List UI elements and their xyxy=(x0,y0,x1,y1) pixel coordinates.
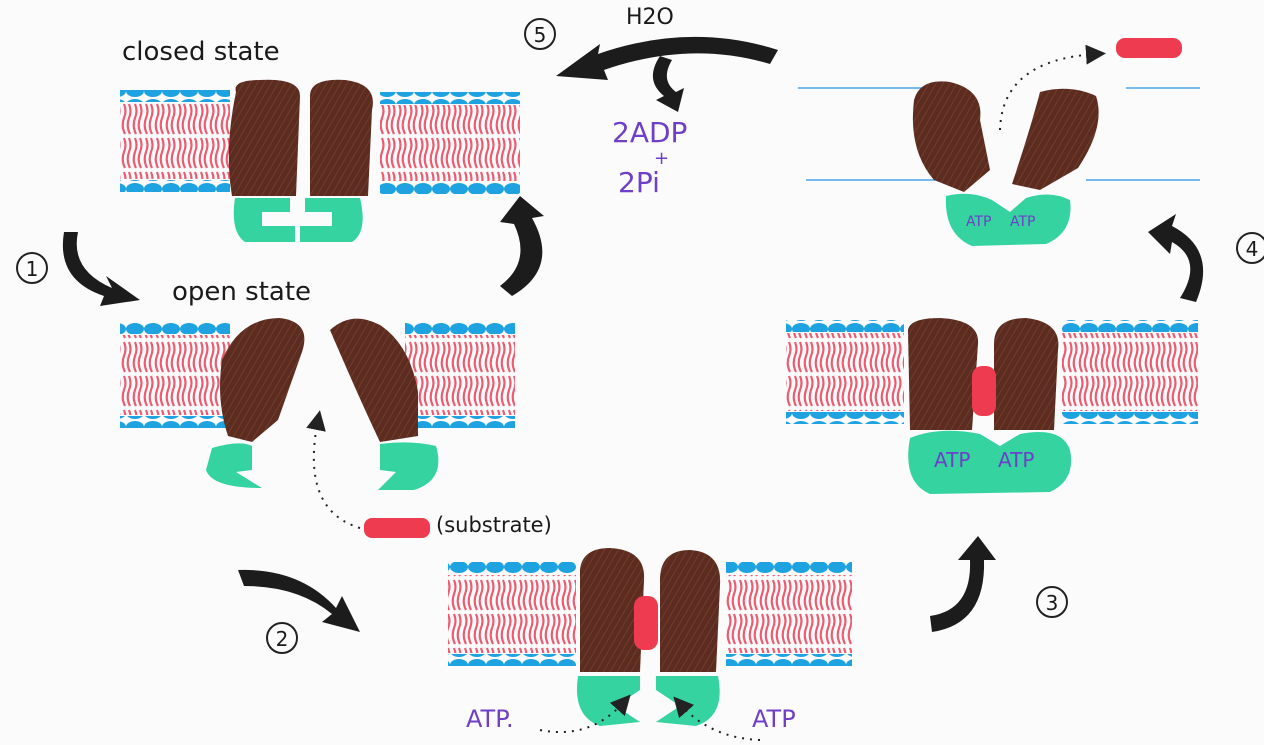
hydrolysis-release-arrow xyxy=(653,56,684,112)
atp-binding-panel: ATP. ATP xyxy=(448,548,852,740)
membrane-head-row xyxy=(1062,320,1198,332)
step-2-number: 2 xyxy=(276,627,289,651)
nucleotide-binding-domain-left xyxy=(234,198,295,242)
closed-state-label: closed state xyxy=(122,37,280,67)
transmembrane-domain-right xyxy=(660,550,720,672)
membrane-head-row xyxy=(786,412,904,424)
transmembrane-domain-left xyxy=(908,318,978,430)
atp-bound-panel: ATP ATP xyxy=(786,318,1198,494)
atp-bound-small-label-right: ATP xyxy=(1010,214,1035,230)
membrane-head-row xyxy=(120,416,230,428)
nucleotide-binding-domain-left xyxy=(206,443,262,488)
atp-bound-label-right: ATP xyxy=(998,448,1034,472)
nucleotide-binding-domain-left xyxy=(577,676,640,726)
substrate-molecule xyxy=(364,518,430,538)
open-state-panel: open state (substrate) xyxy=(120,277,552,538)
substrate-path-dotted-arrow xyxy=(314,420,360,528)
membrane-head-row xyxy=(120,180,230,192)
membrane-head-row xyxy=(405,322,515,334)
transmembrane-domain-left xyxy=(229,80,300,196)
cycle-arrow-4 xyxy=(1148,214,1203,302)
membrane-head-row xyxy=(1062,412,1198,424)
cycle-arrow-3 xyxy=(930,536,996,632)
membrane-head-row xyxy=(786,320,904,332)
nucleotide-binding-domain-right xyxy=(300,198,363,242)
adp-label: 2ADP xyxy=(612,116,687,149)
open-state-label: open state xyxy=(172,277,311,307)
membrane-tails xyxy=(120,335,230,415)
membrane-head-row xyxy=(448,654,576,666)
substrate-molecule xyxy=(972,366,996,416)
release-panel: ATP ATP xyxy=(798,38,1200,246)
cycle-arrow-2 xyxy=(238,570,360,632)
nucleotide-binding-domain-dimer xyxy=(946,194,1071,246)
nucleotide-binding-domain-right xyxy=(378,442,438,490)
atp-bound-small-label-left: ATP xyxy=(966,214,991,230)
transmembrane-domain-right xyxy=(994,318,1058,430)
membrane-head-row xyxy=(405,416,515,428)
step-3-number: 3 xyxy=(1046,591,1059,615)
atp-label-right: ATP xyxy=(752,705,796,733)
membrane-tails xyxy=(448,575,576,653)
membrane-tails xyxy=(120,103,230,179)
nucleotide-binding-domain-dimer xyxy=(908,431,1071,494)
membrane-tails xyxy=(726,575,852,653)
cycle-arrow-1 xyxy=(63,232,140,306)
substrate-molecule xyxy=(634,596,658,650)
membrane-head-row xyxy=(120,90,230,102)
phosphate-label: 2Pi xyxy=(618,166,660,199)
membrane-head-row xyxy=(448,562,576,574)
substrate-label: (substrate) xyxy=(436,513,552,537)
membrane-tails xyxy=(786,333,904,411)
water-label: H2O xyxy=(626,5,674,30)
step-1-number: 1 xyxy=(26,257,39,281)
step-5-number: 5 xyxy=(534,23,547,47)
transmembrane-domain-left xyxy=(220,318,304,442)
transmembrane-domain-right xyxy=(310,80,373,196)
membrane-head-row xyxy=(380,182,520,194)
membrane-head-row xyxy=(726,654,852,666)
cycle-arrow-closing xyxy=(500,196,544,296)
atp-label-left: ATP. xyxy=(466,705,514,733)
membrane-head-row xyxy=(120,322,230,334)
membrane-head-row xyxy=(380,92,520,104)
step-4-number: 4 xyxy=(1246,237,1259,261)
transmembrane-domain-left xyxy=(913,81,990,192)
transmembrane-domain-right xyxy=(330,319,418,442)
membrane-tails xyxy=(380,105,520,181)
transmembrane-domain-right xyxy=(1012,89,1099,190)
atp-bound-label-left: ATP xyxy=(934,448,970,472)
membrane-tails xyxy=(405,335,515,415)
substrate-molecule xyxy=(1116,38,1182,58)
nucleotide-binding-domain-right xyxy=(656,676,720,726)
closed-state-panel: closed state xyxy=(120,37,520,242)
membrane-head-row xyxy=(726,562,852,574)
membrane-tails xyxy=(1062,333,1198,411)
